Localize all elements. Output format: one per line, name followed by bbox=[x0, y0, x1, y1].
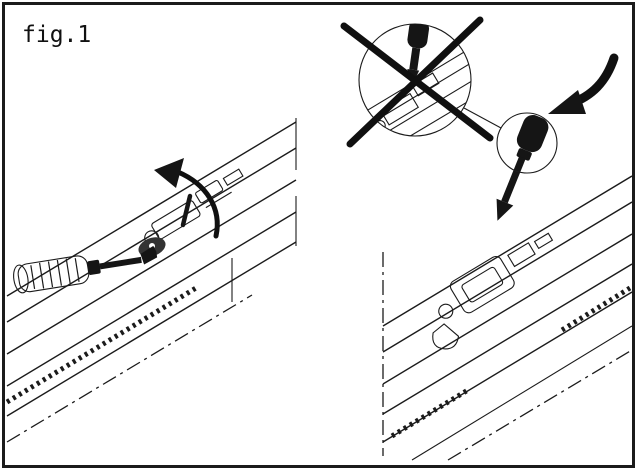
latch-hook bbox=[432, 323, 460, 350]
left-screwdriver-icon bbox=[13, 245, 158, 294]
check-arrow-icon bbox=[548, 53, 619, 114]
left-rail bbox=[5, 118, 297, 443]
right-trolley-mechanism bbox=[432, 232, 554, 350]
right-screwdriver-icon bbox=[496, 115, 549, 221]
left-chain bbox=[5, 285, 198, 405]
callout-leader-line bbox=[463, 107, 502, 129]
left-centerline bbox=[6, 294, 253, 443]
right-lower-centerline bbox=[447, 349, 632, 461]
right-chain-left bbox=[390, 387, 470, 439]
prohibition-x-icon bbox=[340, 16, 494, 148]
release-pin bbox=[180, 193, 193, 228]
drawing-area bbox=[5, 16, 632, 461]
rotate-arrow-icon bbox=[154, 158, 220, 239]
figure-label: fig.1 bbox=[22, 22, 91, 48]
insert-arrow-icon bbox=[496, 198, 514, 221]
detail-circle bbox=[496, 112, 558, 174]
right-rail bbox=[382, 175, 632, 461]
